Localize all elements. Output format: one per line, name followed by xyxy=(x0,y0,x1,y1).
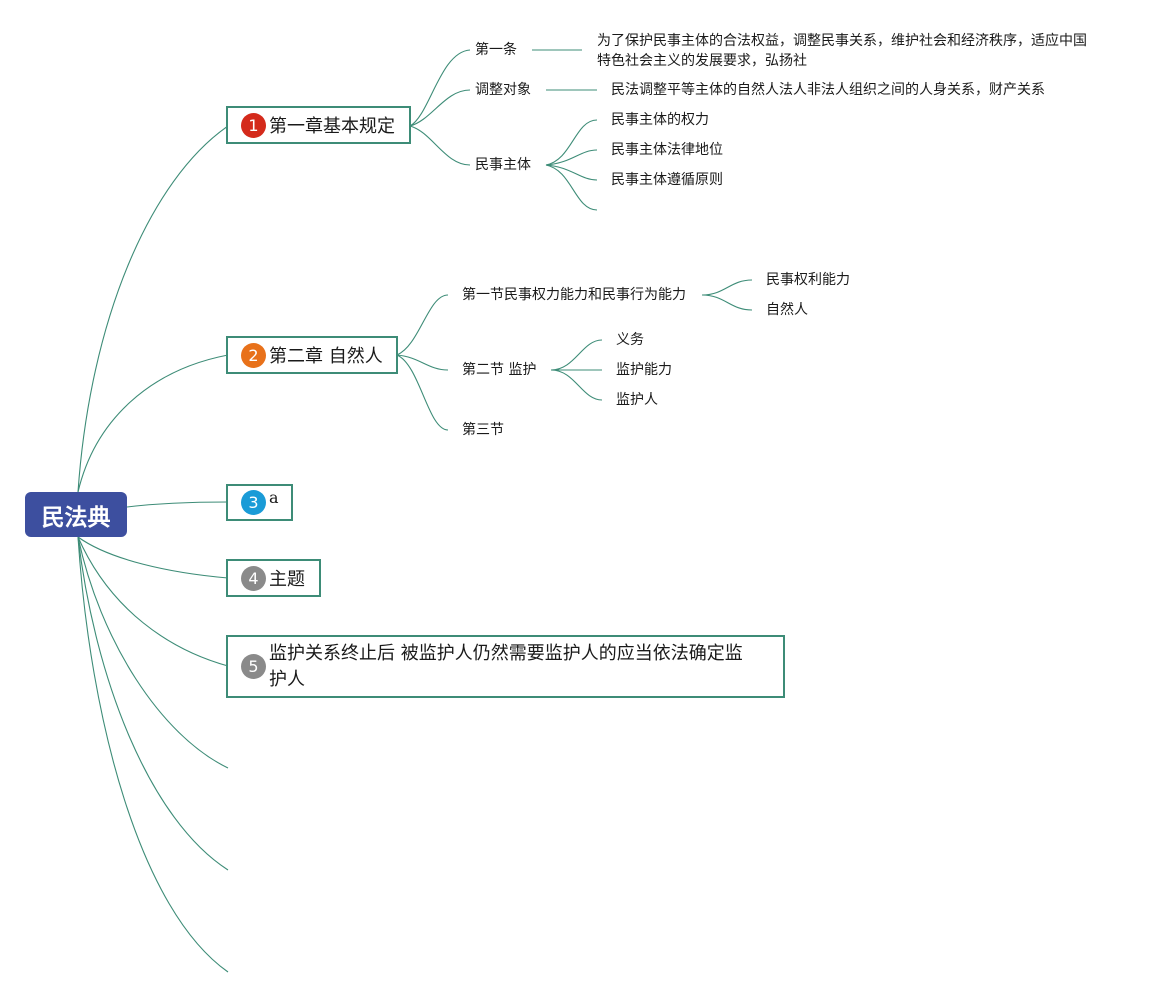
subtopic-section-2[interactable]: 第二节 监护 xyxy=(462,362,537,378)
connector-root-empty-3 xyxy=(77,536,229,973)
subtopic-article-1-text[interactable]: 为了保护民事主体的合法权益，调整民事关系，维护社会和经济秩序，适应中国特色社会主… xyxy=(597,33,1087,69)
topic-4[interactable]: 4 主题 xyxy=(226,559,321,597)
central-topic[interactable]: 民法典 xyxy=(25,492,127,537)
connector-root-empty-1 xyxy=(77,536,229,769)
subtopic-duty[interactable]: 义务 xyxy=(616,332,644,348)
subtopic-civil-subject[interactable]: 民事主体 xyxy=(475,157,531,173)
priority-1-icon: 1 xyxy=(241,112,266,138)
subtopic-natural-person[interactable]: 自然人 xyxy=(766,302,808,318)
subtopic-adjust-object-text[interactable]: 民法调整平等主体的自然人法人非法人组织之间的人身关系，财产关系 xyxy=(611,82,1045,98)
topic-label: 第一章基本规定 xyxy=(269,116,395,137)
priority-5-icon: 5 xyxy=(241,654,266,679)
topic-label: 主题 xyxy=(269,569,305,590)
priority-3-icon: 3 xyxy=(241,490,266,515)
subtopic-civil-capacity[interactable]: 民事权利能力 xyxy=(766,272,850,288)
priority-2-icon: 2 xyxy=(241,342,266,368)
central-topic-label: 民法典 xyxy=(41,504,111,531)
topic-label: 监护关系终止后 被监护人仍然需要监护人的应当依法确定监护人 xyxy=(269,642,743,690)
topic-2[interactable]: 2 第二章 自然人 xyxy=(226,336,398,374)
topic-label: 第二章 自然人 xyxy=(269,346,383,367)
topic-3[interactable]: 3 a xyxy=(226,484,293,521)
connector-root-topic-5 xyxy=(77,536,229,667)
subtopic-article-1[interactable]: 第一条 xyxy=(475,42,517,58)
topic-label: a xyxy=(269,488,279,507)
subtopic-civil-subject-principles[interactable]: 民事主体遵循原则 xyxy=(611,172,723,188)
connector-root-topic-3 xyxy=(126,501,229,508)
subtopic-guardian-ability[interactable]: 监护能力 xyxy=(616,362,672,378)
subtopic-section-1[interactable]: 第一节民事权力能力和民事行为能力 xyxy=(462,287,686,303)
priority-4-icon: 4 xyxy=(241,565,266,591)
connector-root-topic-1 xyxy=(77,125,229,493)
subtopic-section-3[interactable]: 第三节 xyxy=(462,422,504,438)
connector-root-topic-4 xyxy=(77,536,229,579)
subtopic-civil-subject-rights[interactable]: 民事主体的权力 xyxy=(611,112,709,128)
subtopic-civil-subject-status[interactable]: 民事主体法律地位 xyxy=(611,142,723,158)
connector-root-topic-2 xyxy=(77,354,229,493)
subtopic-guardian[interactable]: 监护人 xyxy=(616,392,658,408)
topic-1[interactable]: 1 第一章基本规定 xyxy=(226,106,411,144)
subtopic-adjust-object[interactable]: 调整对象 xyxy=(475,82,531,98)
connector-root-empty-2 xyxy=(77,536,229,871)
topic-5[interactable]: 5 监护关系终止后 被监护人仍然需要监护人的应当依法确定监护人 xyxy=(226,635,785,698)
